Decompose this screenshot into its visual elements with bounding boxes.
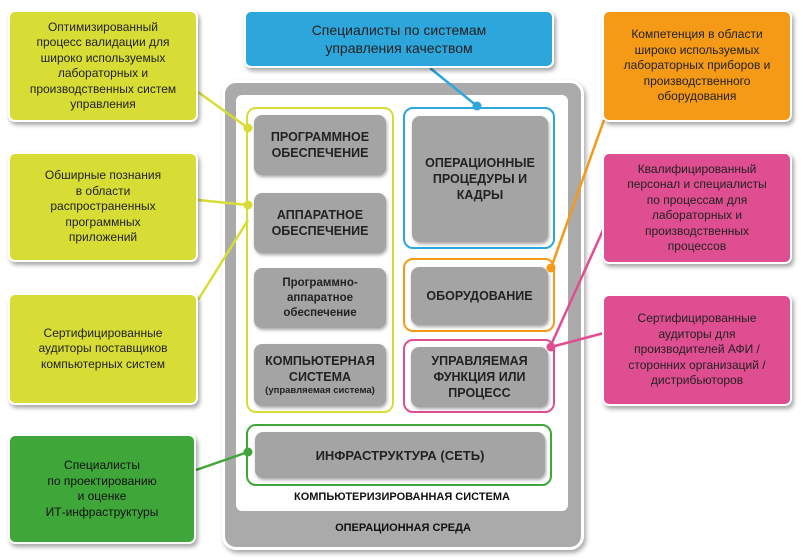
connector-top [429, 67, 478, 107]
yellow-connectors [196, 90, 253, 301]
computerized-system-caption: КОМПЬЮТЕРИЗИРОВАННАЯ СИСТЕМА [294, 491, 510, 503]
connector-dot-right-3 [546, 342, 556, 352]
process-frame [403, 339, 555, 413]
hardware-box: АППАРАТНОЕ ОБЕСПЕЧЕНИЕ [254, 193, 386, 253]
software-box: ПРОГРАММНОЕ ОБЕСПЕЧЕНИЕ [254, 115, 386, 175]
connector-left-4 [195, 450, 249, 472]
note-qualified-personnel: Квалифицированный персонал и специалисты… [602, 152, 792, 264]
controlled-function-box: УПРАВЛЯЕМАЯ ФУНКЦИЯ ИЛИ ПРОЦЕСС [411, 347, 548, 407]
equipment-box: ОБОРУДОВАНИЕ [411, 267, 548, 325]
connector-dot-left-2 [243, 200, 253, 210]
note-equipment-competence: Компетенция в области широко используемы… [602, 10, 792, 122]
connector-right-3 [550, 331, 605, 349]
infrastructure-box: ИНФРАСТРУКТУРА (СЕТЬ) [255, 432, 545, 478]
software-hardware-frame [246, 107, 394, 413]
note-software-knowledge: Обширные познания в области распростране… [8, 152, 198, 262]
quality-systems-specialists-box: Специалисты по системам управления качес… [244, 10, 554, 68]
computer-system-box: КОМПЬЮТЕРНАЯ СИСТЕМА (управляемая систем… [254, 344, 386, 406]
note-validation-process: Оптимизированный процесс валидации для ш… [8, 10, 198, 122]
note-supplier-auditors: Сертифицированные аудиторы поставщиков к… [8, 293, 198, 405]
equipment-frame [403, 258, 555, 332]
connector-right-2 [549, 227, 606, 346]
connector-left-2 [197, 198, 249, 207]
note-it-infrastructure: Специалисты по проектированию и оценке И… [8, 434, 196, 544]
connector-left-1 [197, 90, 249, 130]
connector-dot-left-4 [243, 447, 253, 457]
connector-dot-left-1 [243, 123, 253, 133]
connector-right-1 [549, 119, 606, 269]
connector-dot-right-1 [546, 263, 556, 273]
connector-dot-top [472, 101, 482, 111]
firmware-box: Программно- аппаратное обеспечение [254, 268, 386, 328]
operating-procedures-box: ОПЕРАЦИОННЫЕ ПРОЦЕДУРЫ И КАДРЫ [412, 116, 548, 242]
connector-left-3 [196, 219, 250, 301]
note-api-auditors: Сертифицированные аудиторы для производи… [602, 294, 792, 406]
operating-environment-caption: ОПЕРАЦИОННАЯ СРЕДА [335, 522, 471, 534]
computer-system-subtitle: (управляемая система) [265, 385, 375, 396]
